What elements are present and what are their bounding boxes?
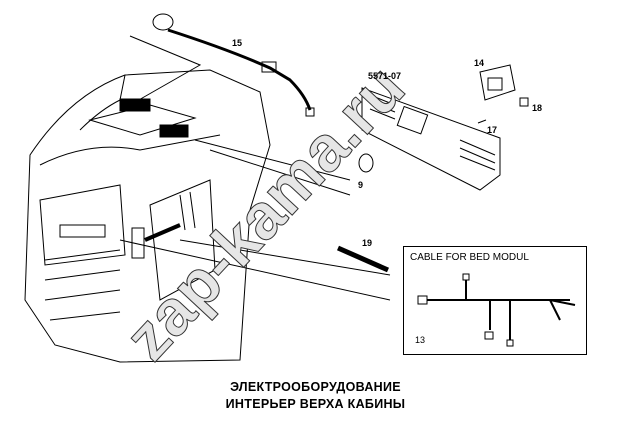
callout-14: 14 [474, 58, 485, 68]
callout-17: 17 [487, 125, 498, 135]
inset-title: CABLE FOR BED MODUL [410, 252, 529, 263]
callout-19: 19 [362, 238, 373, 248]
callout-18: 18 [532, 103, 543, 113]
callout-15: 15 [232, 38, 243, 48]
inset-cable-for-bed-module: CABLE FOR BED MODUL 13 [403, 246, 587, 355]
callout-5571-07: 5571-07 [368, 71, 402, 81]
bed-module-cable [417, 273, 576, 347]
caption-line-1: ЭЛЕКТРООБОРУДОВАНИЕ [230, 380, 401, 394]
truck-cab [24, 69, 391, 363]
cable-harness-15 [129, 13, 315, 117]
callout-13: 13 [415, 335, 426, 345]
callout-9: 9 [358, 180, 364, 190]
interior-panel [336, 64, 529, 273]
caption-line-2: ИНТЕРЬЕР ВЕРХА КАБИНЫ [225, 397, 406, 411]
